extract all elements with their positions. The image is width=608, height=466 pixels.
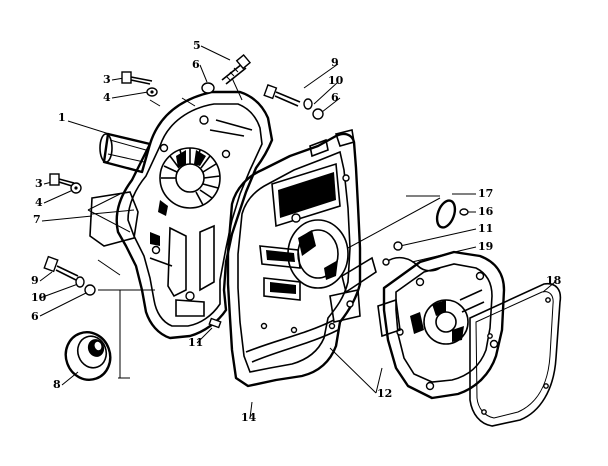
callout-c5: 5 <box>193 39 201 52</box>
callout-c14: 14 <box>241 411 257 424</box>
pulley-seal <box>64 331 112 381</box>
callout-c19: 19 <box>478 240 493 253</box>
callout-c8: 8 <box>53 378 61 391</box>
callout-c18: 18 <box>546 274 562 287</box>
right-gear-cover <box>377 250 506 400</box>
leader-lines <box>39 45 556 419</box>
callout-c11a: 11 <box>478 222 493 235</box>
central-housing <box>226 129 377 388</box>
callout-c11b: 11 <box>188 336 203 349</box>
callout-c16: 16 <box>478 205 494 218</box>
left-end-cover <box>89 90 274 340</box>
callout-c9a: 9 <box>331 56 339 69</box>
callout-c4b: 4 <box>35 196 43 209</box>
callout-c1: 1 <box>58 111 66 124</box>
callout-c7: 7 <box>33 213 41 226</box>
callout-c10a: 10 <box>328 74 344 87</box>
callout-c17: 17 <box>478 187 493 200</box>
callout-labels: 1 3 4 5 6 9 10 6 3 4 7 17 16 11 19 9 10 6 18 11 8 12 14 <box>31 39 562 424</box>
callout-c12: 12 <box>377 387 392 400</box>
gasket <box>469 282 562 427</box>
callout-c10b: 10 <box>31 291 47 304</box>
callout-c4a: 4 <box>103 91 111 104</box>
callout-c3b: 3 <box>35 177 43 190</box>
callout-c9b: 9 <box>31 274 39 287</box>
callout-c3a: 3 <box>103 73 111 86</box>
callout-c6b: 6 <box>331 91 339 104</box>
callout-c6c: 6 <box>31 310 39 323</box>
fasteners <box>43 53 469 329</box>
callout-c6a: 6 <box>192 58 200 71</box>
